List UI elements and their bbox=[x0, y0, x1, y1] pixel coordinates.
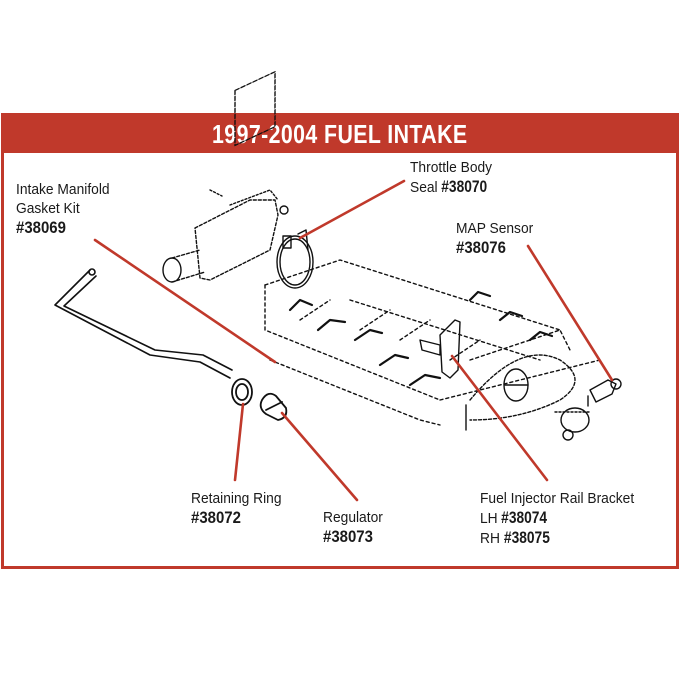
callout-intake-manifold-gasket-kit: Intake Manifold Gasket Kit #38069 bbox=[16, 180, 118, 238]
callout-variant-rh: RH #38075 bbox=[480, 528, 634, 548]
plenum-illustration bbox=[465, 354, 576, 431]
intake-manifold-illustration bbox=[264, 259, 601, 426]
leader-line-intake-manifold bbox=[93, 238, 277, 364]
callout-text: Regulator bbox=[323, 509, 383, 526]
part-number: #38073 bbox=[323, 527, 373, 546]
fuel-pipe-illustration bbox=[54, 268, 233, 379]
variant-side: LH bbox=[480, 510, 498, 527]
callout-text: Retaining Ring bbox=[191, 490, 282, 507]
manifold-runners-illustration bbox=[288, 290, 554, 387]
diagram-title: 1997-2004 FUEL INTAKE bbox=[212, 119, 468, 149]
callout-variant-lh: LH #38074 bbox=[480, 508, 634, 528]
callout-map-sensor: MAP Sensor #38076 bbox=[456, 219, 540, 258]
part-number: #38070 bbox=[441, 177, 488, 196]
variant-side: RH bbox=[480, 530, 500, 547]
leader-lines bbox=[93, 179, 614, 502]
part-number: #38074 bbox=[501, 508, 548, 527]
leader-line-fuel-injector-rail-bracket bbox=[450, 354, 549, 482]
part-number: #38072 bbox=[191, 508, 241, 527]
title-banner: 1997-2004 FUEL INTAKE bbox=[4, 116, 676, 153]
leader-line-retaining-ring bbox=[233, 402, 245, 482]
leader-line-regulator bbox=[280, 411, 359, 502]
fuel-injector-rail-bracket-illustration bbox=[419, 319, 461, 379]
callout-text: MAP Sensor bbox=[456, 220, 534, 237]
retaining-ring-illustration bbox=[231, 378, 253, 406]
callout-text: Fuel Injector Rail Bracket bbox=[480, 490, 635, 507]
callout-regulator: Regulator #38073 bbox=[323, 508, 388, 547]
callout-throttle-body-seal: Throttle Body Seal #38070 bbox=[410, 158, 501, 197]
callout-retaining-ring: Retaining Ring #38072 bbox=[191, 489, 289, 528]
throttle-body-illustration bbox=[162, 70, 289, 283]
leader-line-map-sensor bbox=[526, 244, 614, 382]
diagram-frame: 1997-2004 FUEL INTAKE bbox=[1, 113, 679, 569]
part-number: #38075 bbox=[503, 528, 550, 547]
callout-line: Seal #38070 bbox=[410, 177, 494, 197]
leader-line-throttle-body-seal bbox=[298, 179, 406, 240]
callout-text: Gasket Kit bbox=[16, 200, 80, 217]
throttle-body-seal-illustration bbox=[276, 229, 314, 289]
part-number: #38069 bbox=[16, 218, 66, 237]
callout-text: Throttle Body bbox=[410, 159, 493, 176]
map-sensor-illustration bbox=[554, 378, 622, 441]
callout-fuel-injector-rail-bracket: Fuel Injector Rail Bracket LH #38074 RH … bbox=[480, 489, 648, 548]
callout-text: Intake Manifold bbox=[16, 181, 110, 198]
part-number: #38076 bbox=[456, 238, 506, 257]
callout-text: Seal bbox=[410, 179, 438, 196]
regulator-illustration bbox=[259, 392, 288, 421]
